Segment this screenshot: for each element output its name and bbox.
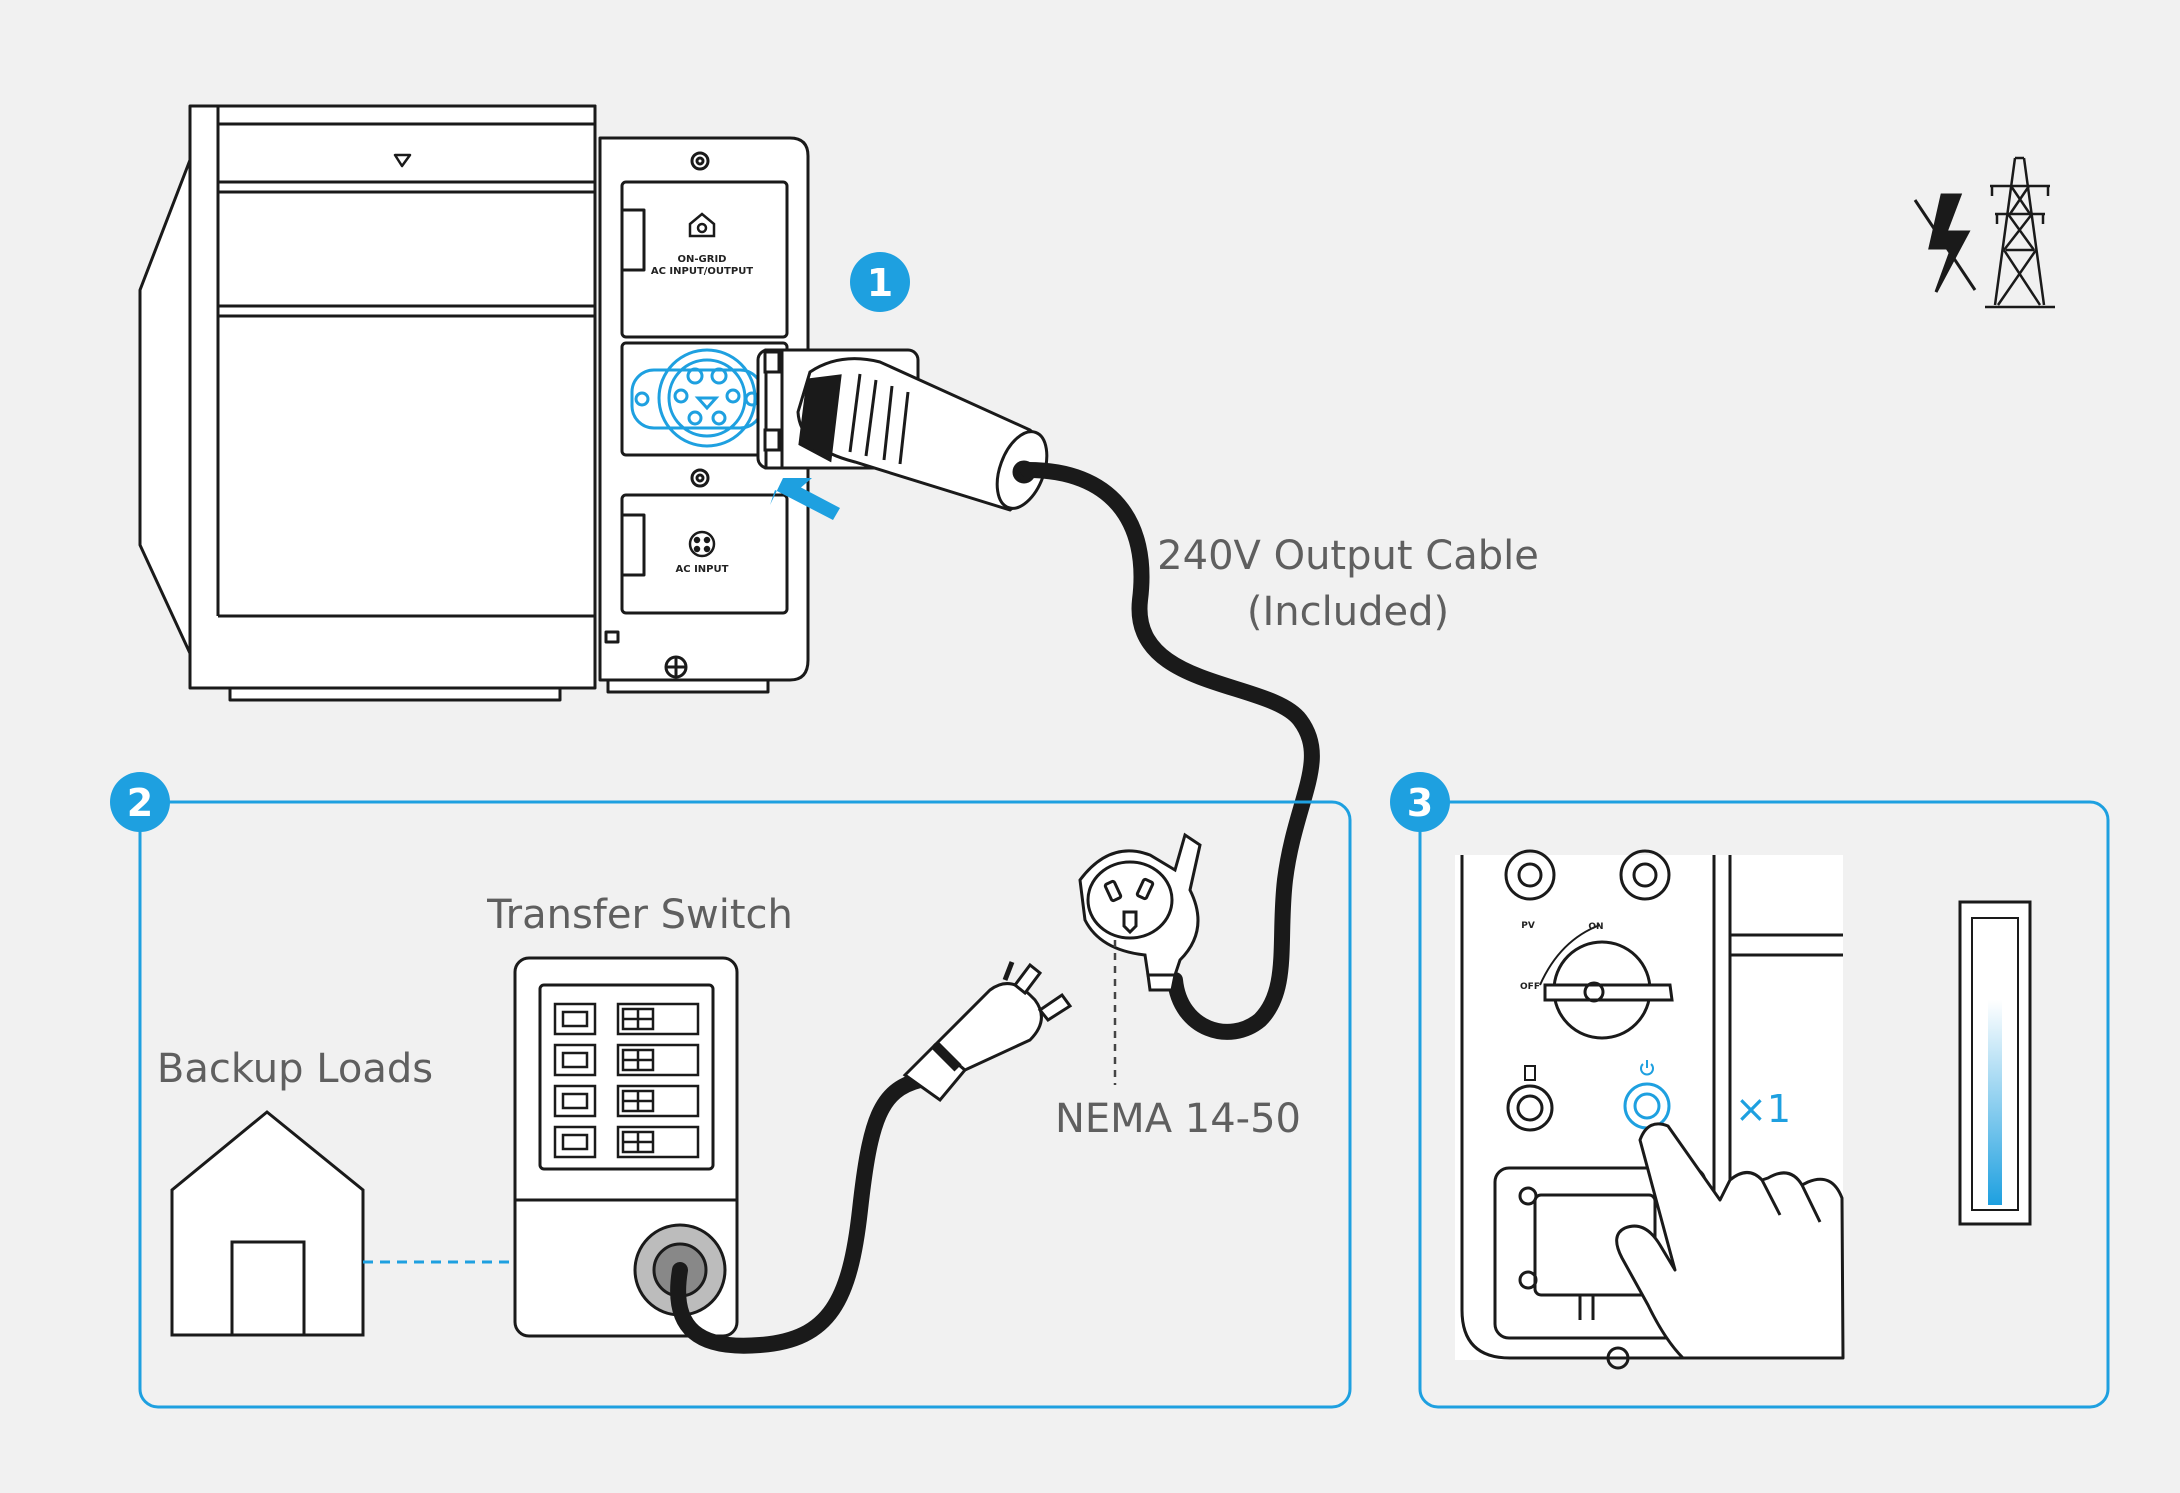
- breaker-row: [553, 1084, 700, 1118]
- output-cable-label-line2: (Included): [1247, 589, 1449, 635]
- output-cable: [1020, 462, 1320, 1040]
- ac-input-label: AC INPUT: [676, 564, 729, 575]
- on-grid-label-line1: ON-GRID: [678, 254, 727, 265]
- on-grid-label-line2: AC INPUT/OUTPUT: [651, 266, 753, 277]
- pressing-hand-icon: [1615, 1122, 1845, 1360]
- off-label: OFF: [1520, 982, 1540, 992]
- step-3-panel: [1418, 800, 2110, 1409]
- svg-text:2: 2: [127, 781, 153, 825]
- nema-receptacle: [1078, 832, 1202, 992]
- home-plug-icon: [688, 212, 716, 238]
- backup-loads-label: Backup Loads: [157, 1046, 433, 1092]
- step-2-panel: [138, 800, 1352, 1409]
- nema-label: NEMA 14-50: [1055, 1096, 1301, 1142]
- ac-input-socket-icon: [688, 530, 716, 558]
- transfer-cable: [670, 1072, 928, 1354]
- step-3-badge: 3: [1390, 772, 1450, 832]
- house-icon: [170, 1110, 365, 1337]
- breaker-row: [553, 1125, 700, 1159]
- on-label: ON: [1588, 922, 1603, 932]
- power-tower-icon: [1985, 156, 2055, 309]
- svg-text:1: 1: [867, 261, 893, 305]
- male-plug: [902, 961, 1073, 1103]
- step-2-badge: 2: [110, 772, 170, 832]
- power-station-device: [138, 104, 810, 702]
- transfer-switch-label: Transfer Switch: [486, 892, 793, 938]
- breaker-rows: [553, 1002, 700, 1159]
- press-count-label: ×1: [1735, 1087, 1791, 1131]
- output-cable-label-line1: 240V Output Cable: [1157, 533, 1539, 579]
- pv-label: PV: [1521, 921, 1535, 931]
- output-cable-plug: [756, 348, 1049, 512]
- breaker-row: [553, 1043, 700, 1077]
- power-button-icon: [1640, 1060, 1654, 1076]
- step-1-badge: 1: [850, 252, 910, 312]
- svg-text:3: 3: [1407, 781, 1433, 825]
- grid-outage-icon: [1913, 193, 1977, 293]
- breaker-row: [553, 1002, 700, 1036]
- battery-level-gauge: [1958, 900, 2032, 1226]
- press-arrow-icon: [770, 478, 840, 520]
